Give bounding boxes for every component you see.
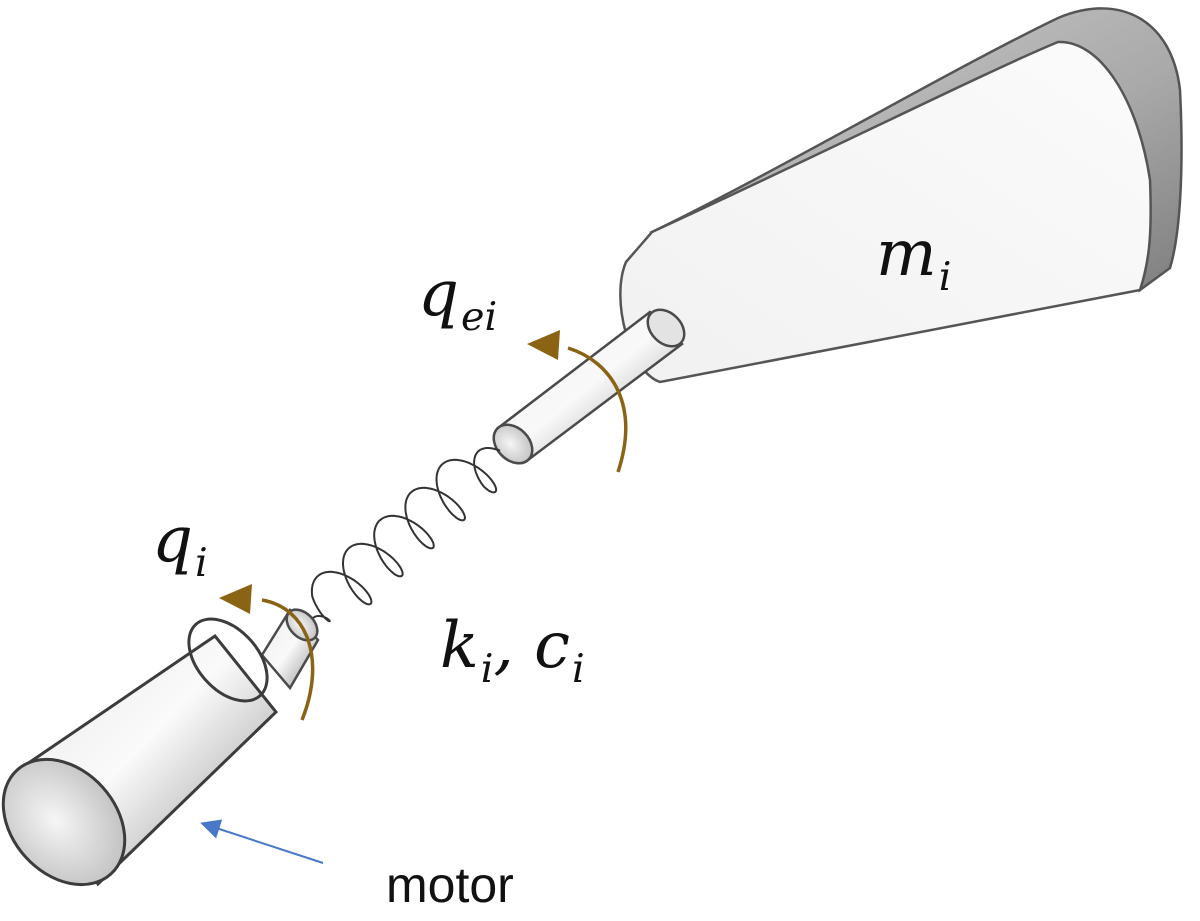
spring-damper-label: ki, ci [440,614,585,689]
motor-body [1,617,279,887]
motor-angle-label: qi [152,508,208,583]
motor-label: motor [386,857,514,913]
rotation-arrow-link [527,330,628,473]
rotation-arrow-motor [219,584,315,721]
damping-subscript: i [572,646,585,693]
link-shaft [492,308,686,465]
stiffness-subscript: i [480,646,494,693]
stiffness-symbol: k [440,609,479,683]
link-body [619,7,1183,384]
spring [310,447,501,623]
link-angle-symbol: q [418,257,459,331]
motor-angle-symbol: q [152,503,193,577]
label-separator: , [493,609,514,683]
link-angle-label: qei [418,262,497,337]
link-mass-subscript: i [938,254,952,301]
link-mass-label: mi [876,222,951,297]
damping-symbol: c [534,609,571,683]
motor-angle-subscript: i [194,540,208,587]
motor-pointer-arrow [200,819,324,864]
link-angle-subscript: ei [460,294,498,341]
link-mass-symbol: m [876,217,937,291]
